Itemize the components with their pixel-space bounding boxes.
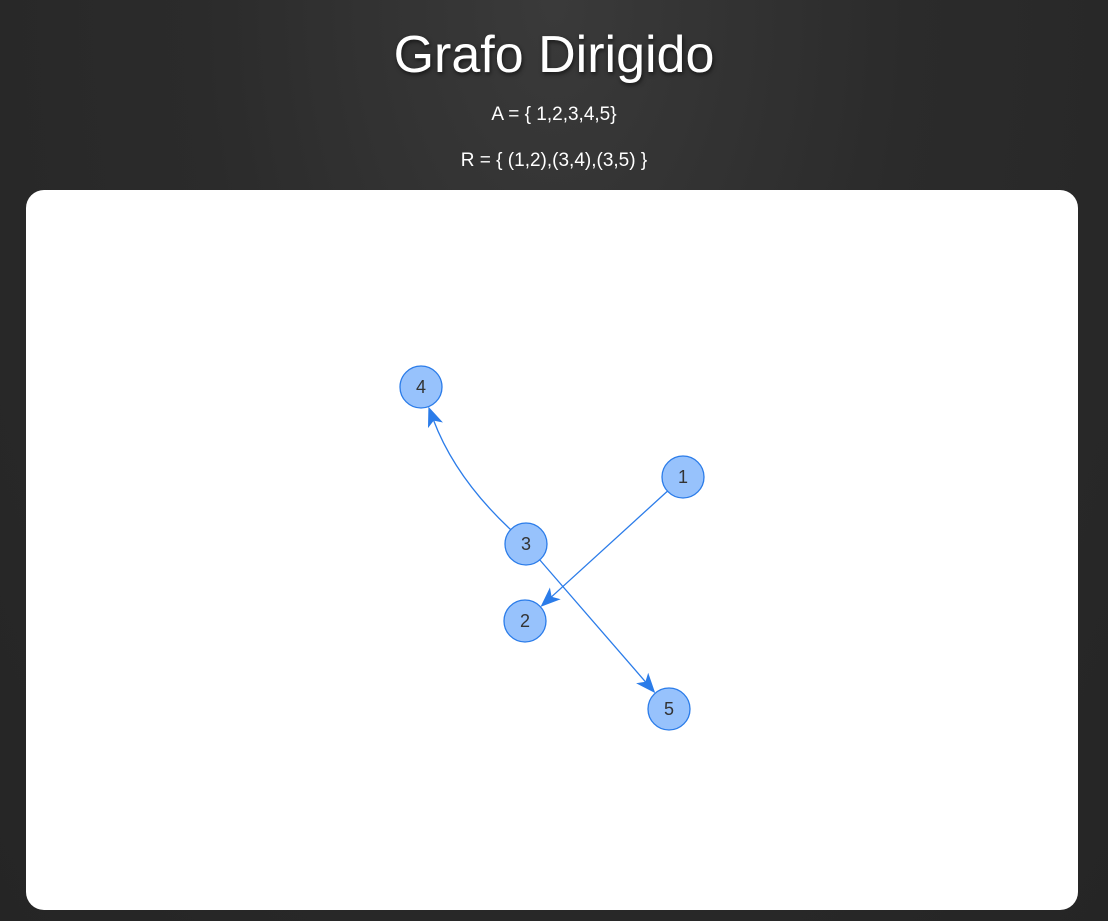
node-circle-2[interactable] xyxy=(503,599,547,643)
node-4[interactable]: 4 xyxy=(399,365,443,409)
node-label-5: 5 xyxy=(664,699,674,719)
node-label-4: 4 xyxy=(416,377,426,397)
edge-line-3-4 xyxy=(432,419,512,531)
node-2[interactable]: 2 xyxy=(503,599,547,643)
page-title: Grafo Dirigido xyxy=(393,26,715,84)
edge-3-4[interactable] xyxy=(427,406,512,531)
node-label-1: 1 xyxy=(678,467,688,487)
node-3[interactable]: 3 xyxy=(504,522,548,566)
node-circle-1[interactable] xyxy=(661,455,705,499)
arrowhead-1-2 xyxy=(540,587,561,607)
node-circle-4[interactable] xyxy=(399,365,443,409)
edge-3-5[interactable] xyxy=(539,559,656,694)
node-1[interactable]: 1 xyxy=(661,455,705,499)
arrowhead-3-4 xyxy=(427,406,443,429)
nodes-layer: 1 2 3 4 5 xyxy=(399,365,705,731)
arrowhead-3-5 xyxy=(636,672,656,694)
edge-line-1-2 xyxy=(550,490,668,598)
edges-layer xyxy=(427,406,668,694)
vertex-set-text: A = { 1,2,3,4,5} xyxy=(491,104,617,125)
node-5[interactable]: 5 xyxy=(647,687,691,731)
node-label-2: 2 xyxy=(520,611,530,631)
relation-set-text: R = { (1,2),(3,4),(3,5) } xyxy=(460,150,648,171)
edge-line-3-5 xyxy=(539,559,647,683)
node-circle-3[interactable] xyxy=(504,522,548,566)
graph-canvas[interactable]: 1 2 3 4 5 xyxy=(26,190,1078,910)
node-circle-5[interactable] xyxy=(647,687,691,731)
node-label-3: 3 xyxy=(521,534,531,554)
graph-svg[interactable]: 1 2 3 4 5 xyxy=(26,190,1078,910)
edge-1-2[interactable] xyxy=(540,490,668,607)
